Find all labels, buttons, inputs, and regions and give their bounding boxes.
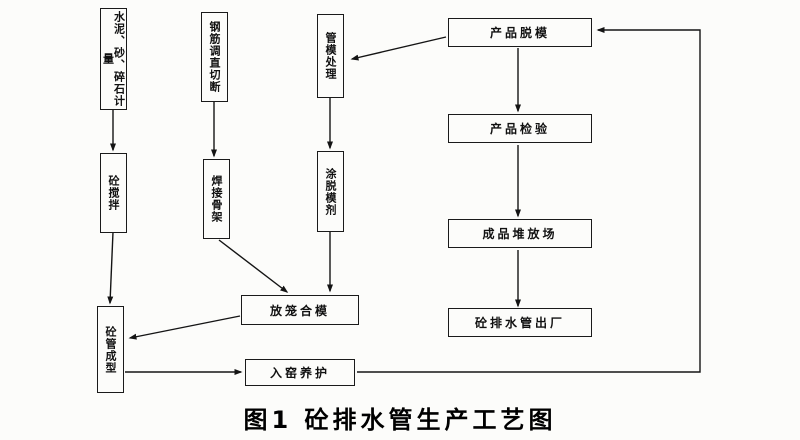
node-pipe-forming-label: 砼管成型 (104, 325, 117, 374)
node-materials-label: 水泥、砂、碎石计量 (101, 11, 126, 107)
node-rebar-cut: 钢筋调直切断 (201, 12, 228, 102)
node-inspect: 产品检验 (448, 114, 592, 143)
node-mold-prep-label: 管模处理 (324, 32, 337, 80)
node-kiln-curing: 入窑养护 (245, 359, 355, 386)
node-demold-label: 产品脱模 (489, 26, 550, 40)
node-rebar-cut-label: 钢筋调直切断 (208, 21, 221, 93)
figure-caption: 图1 砼排水管生产工艺图 (243, 406, 557, 434)
node-demold: 产品脱模 (448, 18, 592, 47)
node-pipe-forming: 砼管成型 (97, 306, 124, 393)
node-mixing: 砼搅拌 (100, 153, 127, 233)
node-weld-cage: 焊接骨架 (203, 159, 230, 239)
node-mixing-label: 砼搅拌 (107, 175, 120, 211)
node-kiln-curing-label: 入窑养护 (269, 366, 330, 380)
node-cage-mold-label: 放笼合模 (269, 303, 330, 318)
node-release-agent-label: 涂脱模剂 (324, 167, 337, 216)
node-stock-yard-label: 成品堆放场 (482, 227, 558, 241)
node-materials: 水泥、砂、碎石计量 (100, 8, 127, 110)
node-cage-mold: 放笼合模 (241, 295, 359, 325)
node-release-agent: 涂脱模剂 (317, 151, 344, 232)
node-inspect-label: 产品检验 (489, 122, 550, 136)
node-ship-out: 砼排水管出厂 (448, 308, 592, 337)
node-stock-yard: 成品堆放场 (448, 219, 592, 248)
node-ship-out-label: 砼排水管出厂 (474, 316, 565, 330)
node-weld-cage-label: 焊接骨架 (210, 175, 223, 223)
node-mold-prep: 管模处理 (317, 14, 344, 98)
